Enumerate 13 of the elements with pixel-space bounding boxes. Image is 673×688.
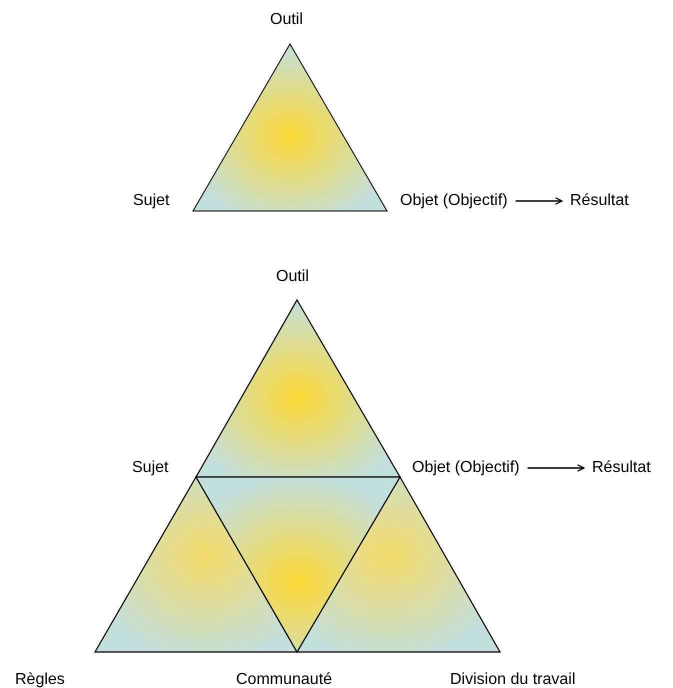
node-label: Résultat	[570, 191, 629, 211]
vertex-label: Règles	[15, 670, 65, 688]
vertex-label: Outil	[270, 10, 303, 30]
node-label: Résultat	[592, 458, 651, 478]
node-label: Objet (Objectif)	[400, 191, 508, 211]
arrow	[528, 464, 585, 472]
arrow	[516, 197, 563, 205]
vertex-label: Sujet	[133, 191, 170, 211]
vertex-label: Communauté	[236, 670, 332, 688]
vertex-label: Sujet	[132, 458, 168, 478]
vertex-label: Division du travail	[450, 670, 576, 688]
vertex-label: Outil	[276, 267, 309, 287]
node-label: Objet (Objectif)	[412, 458, 520, 478]
